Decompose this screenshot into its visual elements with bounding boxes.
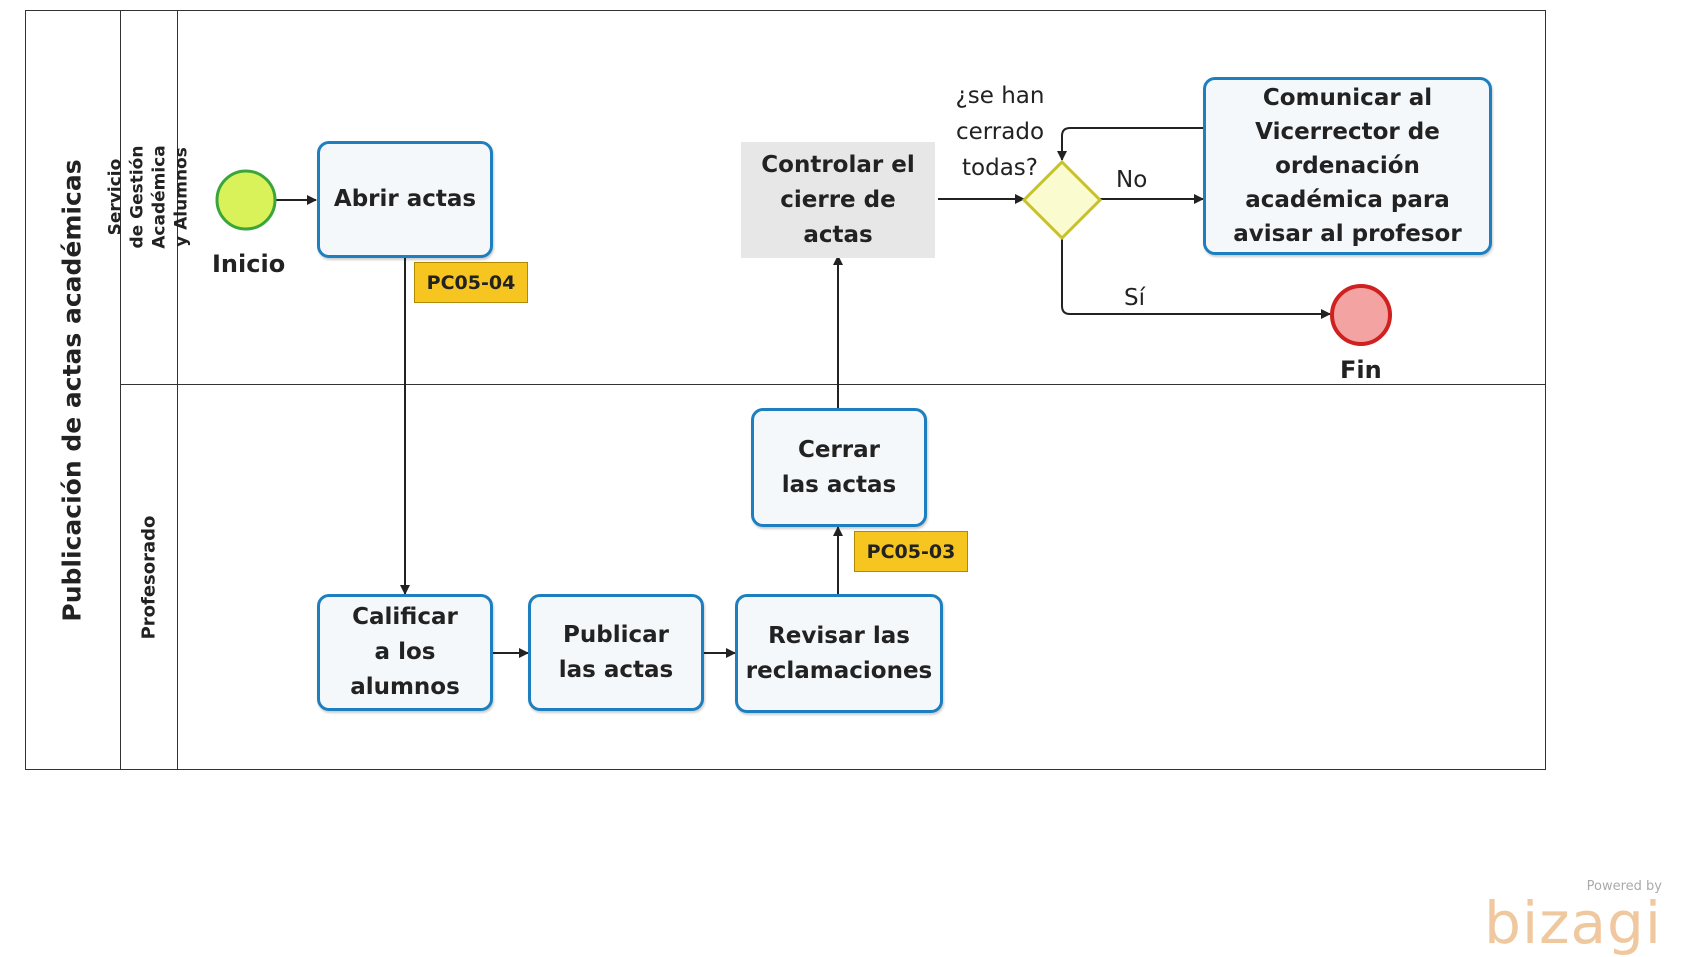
bizagi-branding: Powered by bizagi [1484,879,1662,952]
task-calificar-alumnos[interactable]: Calificar a los alumnos [317,594,493,711]
end-event [1330,284,1392,346]
task-publicar-label: Publicar las actas [558,621,674,683]
start-event [215,169,277,231]
task-comunicar-label: Comunicar al Vicerrector de ordenación a… [1233,85,1462,247]
flow-comunicar-gateway [1057,127,1203,161]
tag-pc05-03: PC05-03 [854,531,968,572]
task-controlar-label: Controlar el cierre de actas [761,151,915,248]
pool-border [25,10,1546,770]
gateway-question: ¿se han cerrado todas? [955,83,1045,181]
task-revisar-label: Revisar las reclamaciones [745,622,933,684]
bizagi-logo: bizagi [1484,889,1662,957]
task-cerrar-actas[interactable]: Cerrar las actas [751,408,927,527]
flow-gateway-fin [1061,238,1331,319]
task-cerrar-label: Cerrar las actas [781,436,897,498]
gateway-no-label: No [1116,167,1148,193]
lane-divider [120,384,1546,385]
powered-by-text: Powered by [1586,879,1662,894]
task-publicar-actas[interactable]: Publicar las actas [528,594,704,711]
pool-header-divider [120,10,178,770]
tag-pc05-04: PC05-04 [414,262,528,303]
task-controlar-cierre[interactable]: Controlar el cierre de actas [741,142,935,258]
task-calificar-label: Calificar a los alumnos [350,604,460,700]
exclusive-gateway [1021,159,1103,241]
end-event-label: Fin [1340,356,1382,384]
gateway-yes-label: Sí [1124,285,1145,311]
task-abrir-label: Abrir actas [333,186,477,212]
task-abrir-actas[interactable]: Abrir actas [317,141,493,258]
task-revisar-reclamaciones[interactable]: Revisar las reclamaciones [735,594,943,713]
task-comunicar-vicerrector[interactable]: Comunicar al Vicerrector de ordenación a… [1203,77,1492,255]
start-event-label: Inicio [212,250,286,278]
